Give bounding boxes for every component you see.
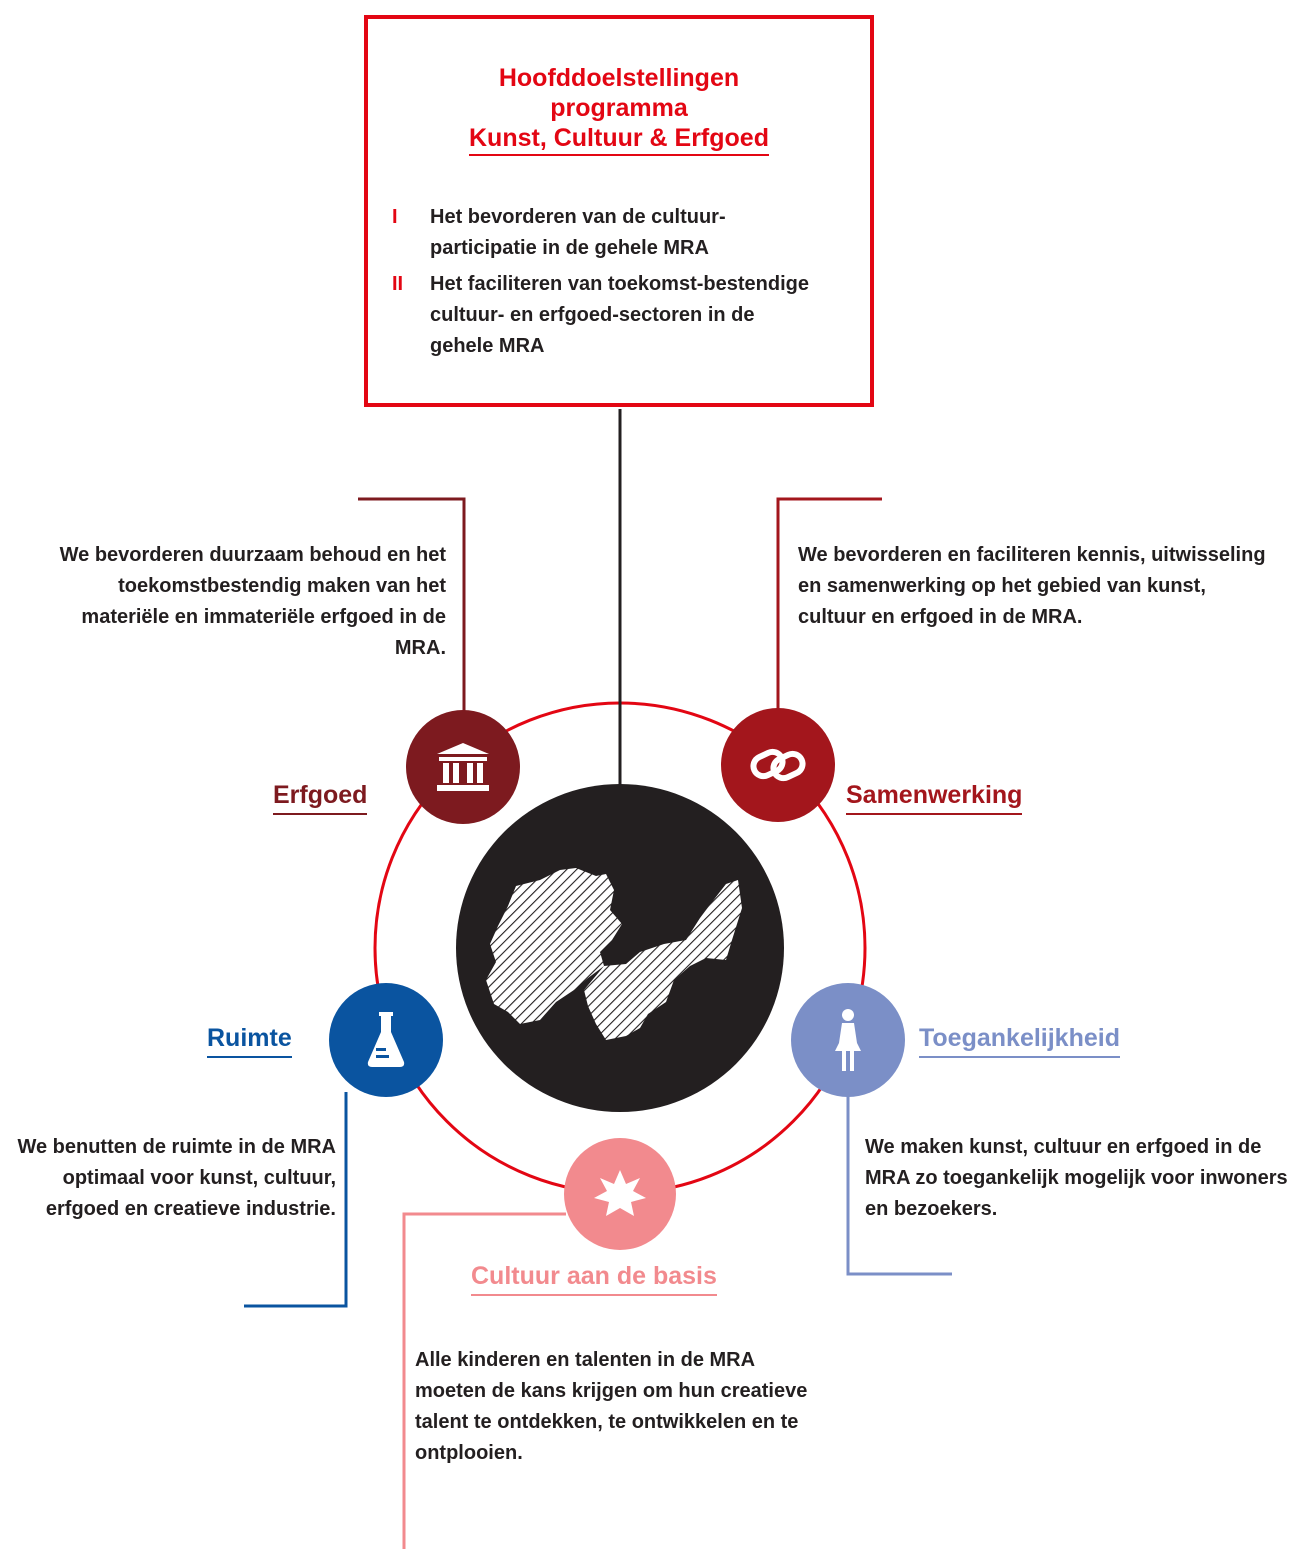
objective-numeral: I — [392, 206, 398, 228]
erfgoed-icon-circle — [406, 710, 520, 824]
toegankelijkheid-icon-circle — [791, 983, 905, 1097]
erfgoed-connector-line — [358, 497, 466, 711]
basis-description: Alle kinderen en talenten in de MRA moet… — [415, 1349, 808, 1464]
ruimte-label: Ruimte — [207, 1022, 292, 1058]
objective-text: Het faciliteren van toekomst-bestendige … — [430, 273, 809, 357]
samenwerking-description: We bevorderen en faciliteren kennis, uit… — [798, 544, 1266, 628]
erfgoed-label: Erfgoed — [273, 779, 368, 815]
samenwerking-icon-circle — [721, 708, 835, 822]
link-icon — [750, 748, 806, 782]
basis-connector-line — [402, 1212, 566, 1549]
toegankelijkheid-description: We maken kunst, cultuur en erfgoed in de… — [865, 1136, 1288, 1220]
toegankelijkheid-label: Toegankelijkheid — [919, 1022, 1120, 1058]
main-objectives-title: Hoofddoelstellingen programma Kunst, Cul… — [368, 63, 870, 156]
ruimte-connector-line — [244, 1092, 348, 1308]
objective-item-2: II Het faciliteren van toekomst-bestendi… — [392, 269, 822, 362]
objective-item-1: I Het bevorderen van de cultuur-particip… — [392, 202, 822, 264]
flask-icon — [367, 1012, 405, 1067]
title-line-2: programma — [550, 94, 688, 122]
basis-label: Cultuur aan de basis — [471, 1260, 717, 1296]
samenwerking-label: Samenwerking — [846, 779, 1023, 815]
samenwerking-connector-line — [776, 497, 882, 711]
building-columns-icon — [437, 743, 489, 791]
mra-region-map-icon — [486, 868, 742, 1040]
title-line-3: Kunst, Cultuur & Erfgoed — [469, 123, 769, 156]
star-burst-icon — [594, 1170, 646, 1216]
objective-numeral: II — [392, 273, 404, 295]
main-objectives-box: Hoofddoelstellingen programma Kunst, Cul… — [364, 15, 874, 407]
center-circle — [456, 784, 784, 1112]
person-icon — [835, 1009, 861, 1071]
erfgoed-description: We bevorderen duurzaam behoud en het toe… — [59, 544, 446, 659]
title-line-1: Hoofddoelstellingen — [498, 64, 740, 92]
objective-text: Het bevorderen van de cultuur-participat… — [430, 206, 726, 259]
ruimte-icon-circle — [329, 983, 443, 1097]
ruimte-description: We benutten de ruimte in de MRA optimaal… — [17, 1136, 336, 1220]
toegankelijkheid-connector-line — [846, 1092, 952, 1276]
